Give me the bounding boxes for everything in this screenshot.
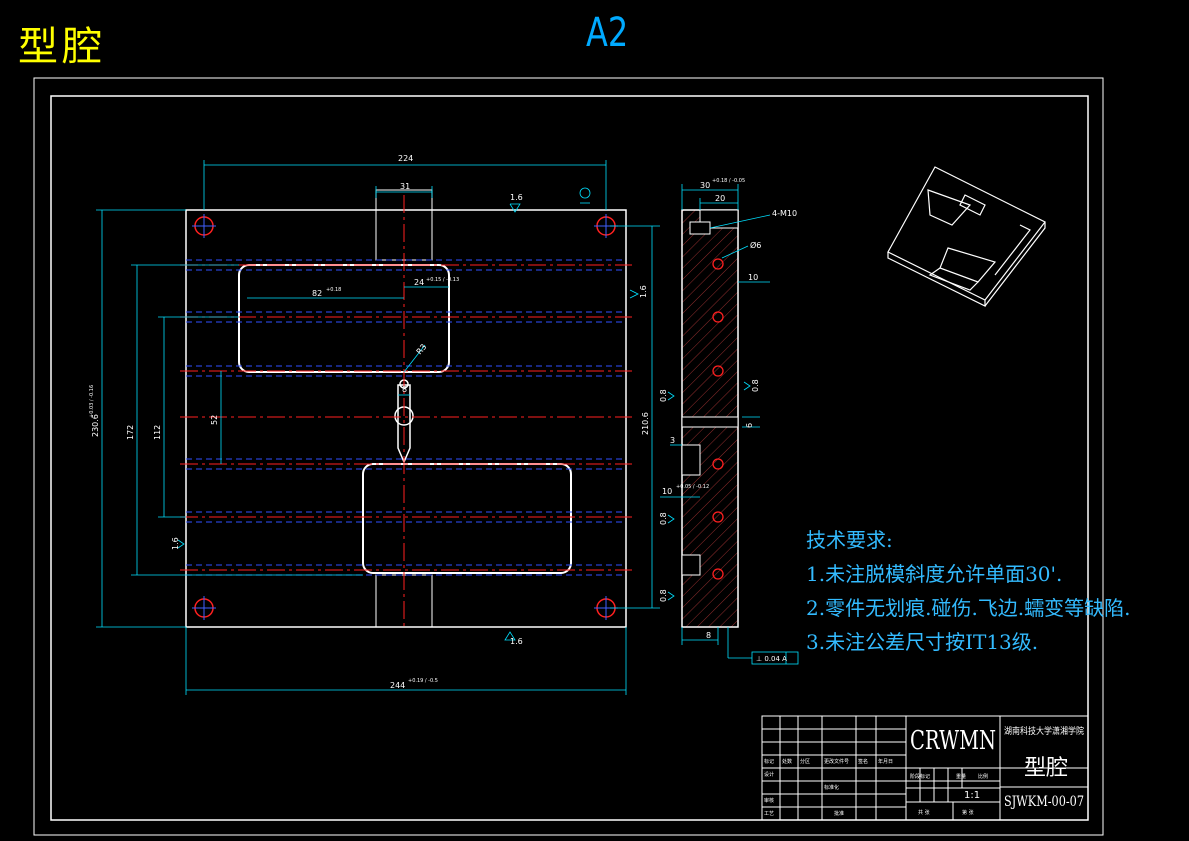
side-dim-10: 10 (748, 273, 758, 282)
title-block (761, 715, 1089, 821)
tb-col-date: 年月日 (878, 758, 893, 765)
flatness-callout: ⊥ 0.04 A (756, 655, 787, 663)
tb-stage: 阶段标记 (910, 773, 930, 780)
tb-logo: CRWMN (910, 726, 996, 756)
dim-24-tol: +0.15 / -0.13 (426, 277, 459, 283)
dim-24: 24 (414, 278, 424, 287)
dim-82: 82 (312, 289, 322, 298)
tech-req-item-1: 1.未注脱模斜度允许单面30'. (806, 562, 1063, 586)
tb-approve: 批准 (834, 810, 844, 817)
tb-ratio: 比例 (978, 773, 988, 780)
tech-req-item-3: 3.未注公差尺寸按IT13级. (806, 630, 1039, 654)
side-dim-6: 6 (745, 423, 754, 428)
tb-col-sign: 签名 (858, 758, 868, 765)
rough-left: 1.6 (171, 537, 180, 550)
tb-row-design: 设计 (764, 771, 774, 778)
side-rough-4: 0.8 (659, 589, 668, 602)
tb-row-review: 审核 (764, 797, 774, 804)
sheet-title: 型腔 (18, 24, 106, 70)
dimension-lines (96, 160, 660, 695)
tb-weight: 重量 (956, 773, 966, 780)
dim-172: 172 (126, 425, 135, 440)
dim-224: 224 (398, 154, 413, 163)
tb-school: 湖南科技大学潇湘学院 (1004, 725, 1084, 737)
tb-drawing-no: SJWKM-00-07 (1004, 794, 1084, 810)
side-dim-10b: 10 (662, 487, 672, 496)
tech-req-item-2: 2.零件无划痕.碰伤.飞边.蠕变等缺陷. (806, 596, 1131, 620)
dim-r3: R3 (415, 342, 429, 356)
side-dim-10b-tol: +0.05 / -0.12 (676, 484, 709, 490)
side-view: 30 +0.18 / -0.05 20 4-M10 Ø6 10 3 10 +0.… (659, 178, 799, 665)
side-dim-20: 20 (715, 194, 725, 203)
rough-bottom: 1.6 (510, 637, 523, 646)
side-dim-30-tol: +0.18 / -0.05 (712, 178, 745, 184)
dim-244-tol: +0.19 / -0.5 (408, 678, 438, 684)
dim-52: 52 (210, 415, 219, 425)
rough-right: 1.6 (639, 285, 648, 298)
side-thread: 4-M10 (772, 209, 797, 218)
dim-210: 210.6 (641, 412, 650, 435)
side-rough-3: 0.8 (659, 512, 668, 525)
side-rough-1: 0.8 (751, 379, 760, 392)
side-rough-2: 0.8 (659, 389, 668, 402)
rough-top: 1.6 (510, 193, 523, 202)
plate-outline (185, 209, 627, 628)
tb-row-mark: 标记 (764, 758, 774, 765)
side-dim-8: 8 (706, 631, 711, 640)
isometric-view (887, 166, 1046, 307)
tb-part-name: 型腔 (1024, 756, 1068, 781)
dim-230-tol: +0.03 / -0.16 (89, 385, 95, 418)
tech-req-heading: 技术要求: (806, 528, 893, 552)
dim-31: 31 (400, 182, 410, 191)
tb-col-zone: 分区 (800, 758, 810, 765)
front-view: 224 31 1.6 244 +0.19 / -0.5 1.6 82 +0.18… (89, 154, 660, 695)
side-dim-3: 3 (670, 436, 675, 445)
tb-sheets: 共 张 (918, 809, 930, 816)
side-hole: Ø6 (750, 240, 761, 250)
tb-row-process: 工艺 (764, 811, 774, 817)
upper-cavity (238, 264, 450, 373)
dim-8: 8 (402, 385, 407, 394)
side-dim-30: 30 (700, 181, 710, 190)
dim-112: 112 (153, 425, 162, 440)
outer-frame (33, 77, 1104, 836)
tb-col-count: 处数 (782, 758, 792, 765)
tb-standard: 标准化 (824, 784, 839, 791)
side-holes (712, 258, 724, 580)
cooling-channels (180, 195, 632, 630)
lower-cavity (362, 463, 572, 574)
dim-230: 230.6 (91, 414, 100, 437)
tb-col-doc: 更改文件号 (824, 758, 849, 765)
dim-82-tol: +0.18 (326, 287, 341, 293)
dim-244: 244 (390, 681, 405, 690)
tb-sheet: 第 张 (962, 809, 974, 816)
tb-scale: 1:1 (964, 790, 980, 801)
sheet-size-label: A2 (586, 10, 629, 56)
inner-frame (50, 95, 1089, 821)
